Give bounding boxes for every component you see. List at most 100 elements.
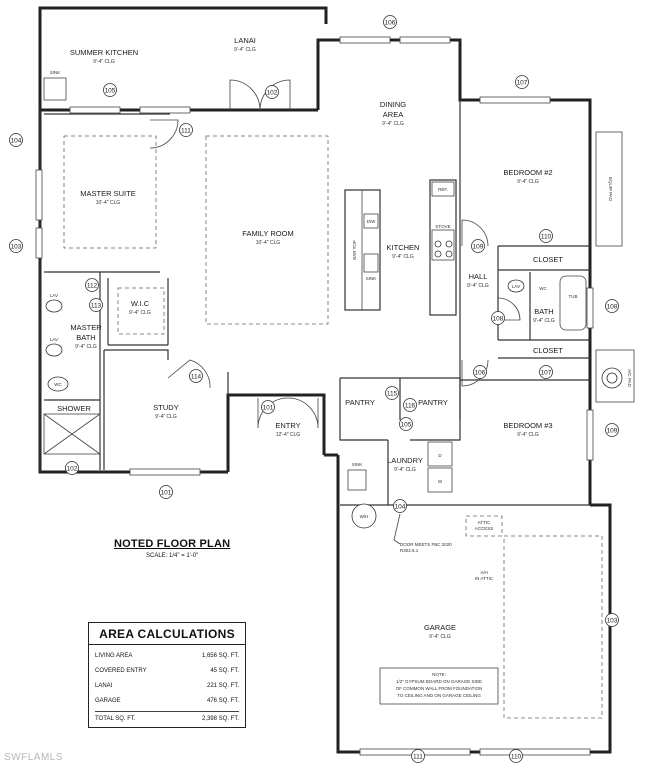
toilet-icon — [47, 376, 69, 392]
door-window-tags: 105 102 106 107 104 111 103 109 110 112 … — [9, 15, 619, 763]
tag-label: 116 — [405, 403, 416, 410]
room-label: BATH — [534, 307, 553, 316]
area-row-label: GARAGE — [95, 698, 121, 704]
ceiling-label: 9'-4" CLG — [129, 310, 151, 316]
fixture-label: SINK — [50, 70, 61, 75]
fixture-label: STOVE — [435, 224, 450, 229]
area-row-value: 45 SQ. FT. — [210, 668, 239, 674]
room-label: PANTRY — [345, 398, 375, 407]
doors — [149, 79, 521, 429]
area-total-label: TOTAL SQ. FT. — [95, 716, 136, 722]
room-label: HALL — [469, 272, 488, 281]
tag-label: 111 — [181, 128, 191, 135]
fixture-label: SINK — [366, 276, 377, 281]
tag-label: 114 — [191, 374, 202, 381]
area-calculations-table: AREA CALCULATIONS LIVING AREA 1,656 SQ. … — [88, 622, 246, 728]
room-label: LAUNDRY — [387, 456, 423, 465]
dishwasher-icon — [363, 213, 379, 229]
tag-label: 104 — [11, 138, 22, 145]
room-label: BEDROOM #3 — [503, 421, 552, 430]
ceiling-label: 10'-4" CLG — [256, 240, 281, 246]
ceiling-outlines — [63, 135, 603, 719]
tag-label: 109 — [607, 428, 618, 435]
ceiling-label: 10'-4" CLG — [96, 200, 121, 206]
tag-label: 101 — [263, 405, 274, 412]
room-label: CLOSET — [533, 346, 563, 355]
fixture-label: WC — [539, 286, 547, 291]
ceiling-label: 9'-4" CLG — [392, 254, 414, 260]
interior-walls — [39, 100, 590, 506]
room-label: BEDROOM #2 — [503, 168, 552, 177]
fixture-label: TUB — [569, 294, 578, 299]
ceiling-label: 9'-4" CLG — [533, 318, 555, 324]
area-row-label: COVERED ENTRY — [95, 668, 147, 674]
shower-icon — [43, 413, 101, 455]
fixture-label: W — [438, 479, 443, 484]
fixture-label: ACCESS — [475, 526, 494, 531]
room-label: CLOSET — [533, 255, 563, 264]
area-total-value: 2,398 SQ. FT. — [201, 716, 239, 722]
ceiling-label: 9'-4" CLG — [93, 59, 115, 65]
note-text: NOTE: — [432, 672, 446, 677]
area-row: LANAI 221 SQ. FT. — [95, 679, 239, 694]
garage-note-box — [379, 667, 499, 705]
ac-pad-icon — [595, 349, 635, 403]
lav-sink-icon — [45, 299, 63, 313]
plan-title: NOTED FLOOR PLAN — [114, 538, 231, 550]
room-label: STUDY — [153, 403, 178, 412]
tag-label: 108 — [607, 304, 618, 311]
area-total-row: TOTAL SQ. FT. 2,398 SQ. FT. — [95, 711, 239, 727]
tag-label: 103 — [607, 618, 618, 625]
fixture-label: D/W — [367, 219, 377, 224]
refrigerator-icon — [431, 181, 455, 197]
ceiling-label: 9'-4" CLG — [467, 283, 489, 289]
watermark: SWFLAMLS — [4, 752, 64, 763]
room-label: BATH — [76, 333, 95, 342]
room-label: SHOWER — [57, 404, 91, 413]
room-label: FAMILY ROOM — [242, 229, 293, 238]
tag-label: 110 — [541, 234, 552, 241]
fixture-label: A/C PAD — [627, 369, 632, 387]
lav-sink-icon — [45, 343, 63, 357]
area-row: GARAGE 476 SQ. FT. — [95, 694, 239, 709]
summer-kitchen-sink-icon — [43, 77, 67, 101]
tag-label: 112 — [87, 283, 98, 290]
room-label: W.I.C — [131, 299, 150, 308]
room-label: AREA — [383, 110, 403, 119]
area-row: LIVING AREA 1,656 SQ. FT. — [95, 649, 239, 664]
room-label: DINING — [380, 100, 406, 109]
area-row-label: LANAI — [95, 683, 113, 689]
fixture-label: REF. — [438, 187, 448, 192]
tag-label: 102 — [67, 466, 78, 473]
note-text: TO CEILING AND ON GARAGE CEILING — [397, 693, 481, 698]
room-label: KITCHEN — [387, 243, 420, 252]
room-label: MASTER — [70, 323, 102, 332]
room-label: SUMMER KITCHEN — [70, 48, 138, 57]
tag-label: 105 — [401, 422, 412, 429]
kitchen-sink-icon — [363, 253, 379, 273]
fixture-label: LAV — [50, 293, 58, 298]
washer-icon — [427, 467, 453, 493]
tag-label: 106 — [475, 370, 486, 377]
fixture-label: EQUIP PAD — [608, 177, 613, 202]
equipment-pad-icon — [595, 131, 623, 247]
fixture-label: SINK — [352, 462, 363, 467]
fixture-label: A/H — [480, 570, 488, 575]
fixtures — [43, 77, 635, 705]
tag-label: 115 — [387, 391, 398, 398]
tag-label: 107 — [541, 370, 552, 377]
tag-label: 102 — [267, 90, 278, 97]
tag-label: 104 — [395, 504, 406, 511]
ceiling-label: 9'-4" CLG — [429, 634, 451, 640]
ceiling-label: 9'-4" CLG — [75, 344, 97, 350]
note-text: R302.5.1 — [400, 548, 419, 553]
note-text: 1/2" GYPSUM BOARD ON GARAGE SIDE — [396, 679, 482, 684]
ceiling-label: 9'-4" CLG — [155, 414, 177, 420]
fixture-label: LAV — [512, 284, 520, 289]
tag-label: 109 — [473, 244, 484, 251]
room-label: LANAI — [234, 36, 256, 45]
water-heater-icon — [351, 503, 377, 529]
tag-label: 108 — [493, 316, 504, 323]
room-label: MASTER SUITE — [80, 189, 135, 198]
